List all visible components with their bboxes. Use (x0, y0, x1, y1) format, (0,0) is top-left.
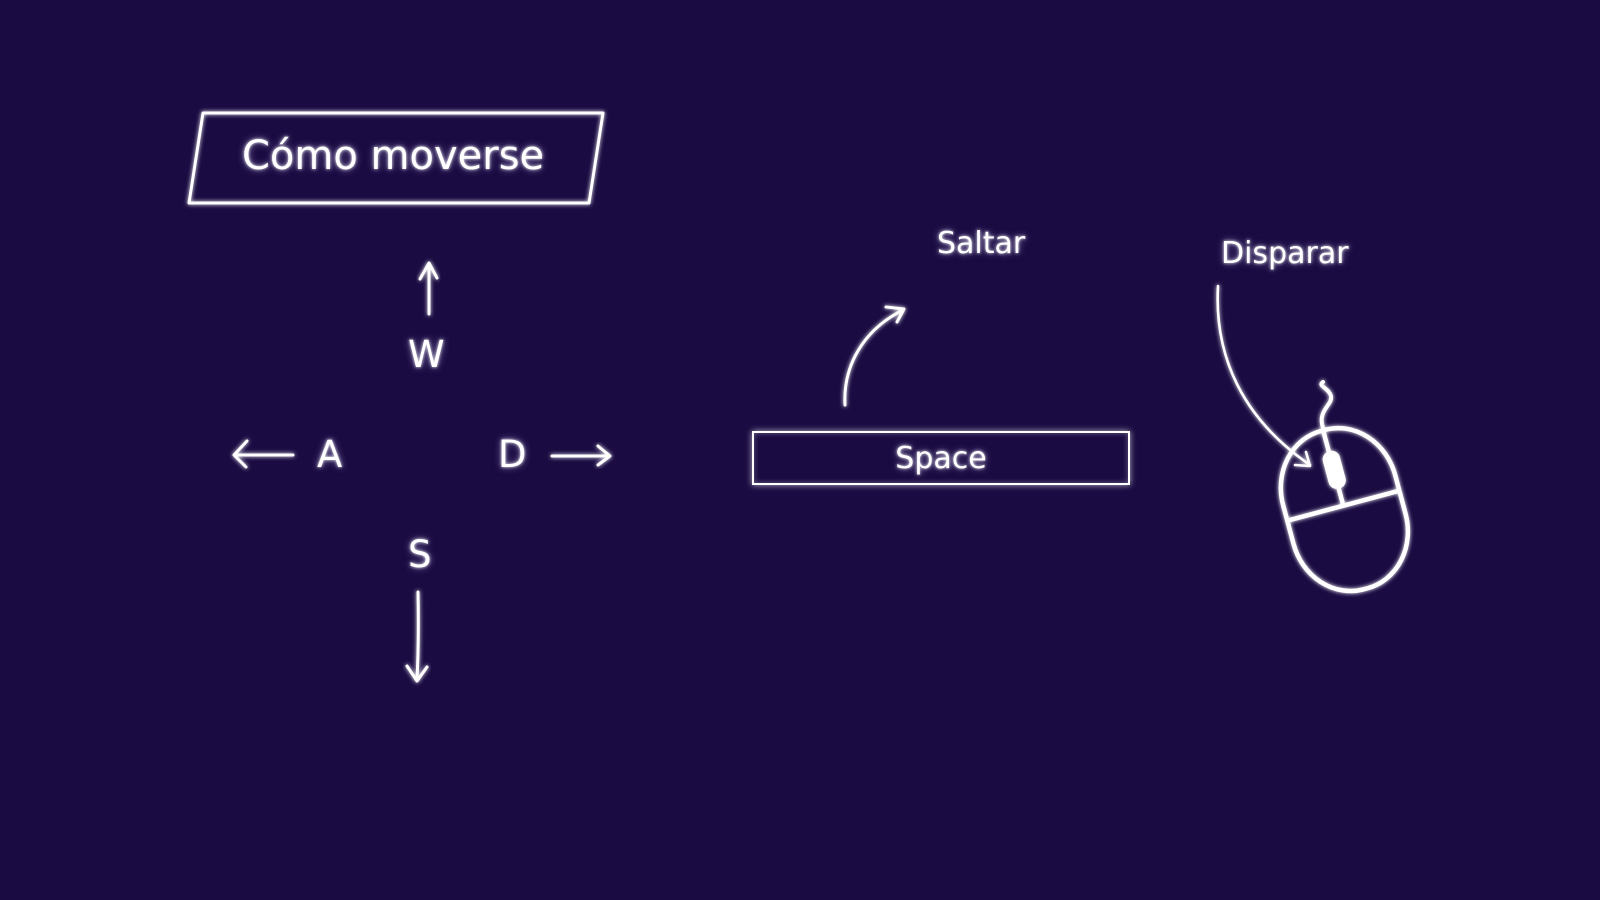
key-d-label: D (498, 433, 527, 476)
arrow-down-icon (405, 590, 429, 683)
arrow-right-icon (550, 444, 612, 467)
key-s-label: S (408, 533, 432, 576)
space-key-label: Space (895, 441, 987, 476)
key-a-label: A (317, 433, 343, 476)
space-key: Space (752, 431, 1130, 485)
key-w-label: W (408, 333, 445, 376)
jump-label: Saltar (937, 226, 1026, 261)
arrow-up-icon (418, 261, 439, 316)
page-title: Cómo moverse (242, 133, 545, 179)
curved-arrow-icon (843, 305, 906, 407)
shoot-pointer-arrow-icon (1216, 284, 1312, 468)
shoot-label: Disparar (1221, 236, 1349, 271)
arrow-left-icon (232, 439, 295, 469)
mouse-icon (1278, 380, 1411, 594)
